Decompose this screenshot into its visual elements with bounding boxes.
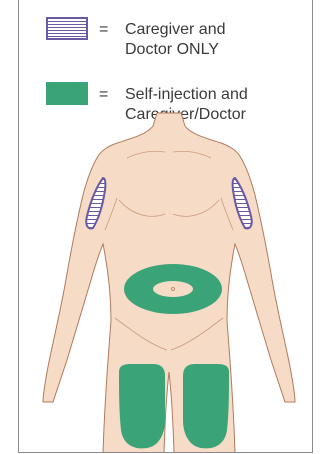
right-thigh-zone xyxy=(183,364,229,448)
left-thigh-zone xyxy=(119,364,165,448)
navel-exclusion-area xyxy=(153,281,193,297)
body-figure xyxy=(19,0,313,453)
diagram-frame: = Caregiver and Doctor ONLY = Self-injec… xyxy=(18,0,313,453)
